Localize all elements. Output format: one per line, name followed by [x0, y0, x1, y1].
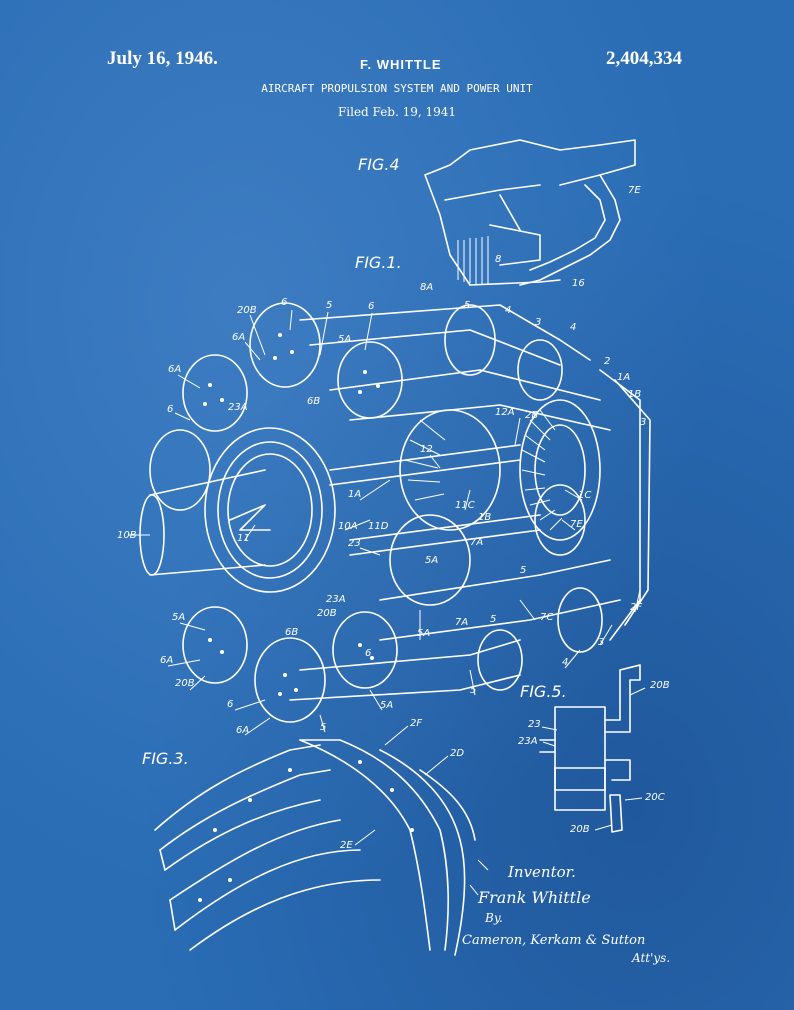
ref-16: 16: [572, 278, 585, 289]
ref-4-right: 4: [570, 322, 576, 333]
by-label: By.: [484, 911, 503, 925]
ref-7e-top: 7E: [628, 185, 641, 196]
ref-11: 11: [237, 533, 250, 544]
ref-7c: 7C: [540, 612, 553, 623]
fig3-label: FIG.3.: [142, 749, 189, 768]
ref-11d: 11D: [368, 521, 389, 532]
fig5-drawing: FIG.5. 20B 23 23A 20C 20B: [518, 664, 670, 835]
ref-6-b: 6: [365, 648, 371, 659]
ref-7e-c: 7E: [570, 519, 583, 530]
ref-2-right: 2: [604, 356, 610, 367]
ref-5-b: 5: [490, 614, 496, 625]
ref-20b-bl: 20B: [175, 678, 195, 689]
ref-1b-c: 1B: [478, 512, 491, 523]
ref-5a-bl: 5A: [172, 612, 185, 623]
ref-20c: 20C: [645, 792, 665, 803]
patent-number: 2,404,334: [606, 48, 682, 69]
fig5-label: FIG.5.: [520, 682, 567, 701]
ref-6b-b: 6B: [285, 627, 298, 638]
ref-20b-f5: 20B: [650, 680, 670, 691]
ref-1a-right: 1A: [617, 372, 630, 383]
ref-6-l: 6: [167, 404, 173, 415]
ref-5a-tl: 5A: [338, 334, 351, 345]
signature-block: Inventor. Frank Whittle By. Cameron, Ker…: [462, 859, 670, 965]
ref-3-top: 3: [535, 317, 541, 328]
ref-5a-bl2: 5A: [380, 700, 393, 711]
ref-1b-right: 1B: [628, 389, 641, 400]
ref-20b-f5b: 20B: [570, 824, 590, 835]
fig3-drawing: FIG.3. 2F 2D 2E: [142, 718, 476, 956]
ref-1a-c: 1A: [348, 489, 361, 500]
patent-date: July 16, 1946.: [107, 48, 218, 69]
ref-23a-l: 23A: [228, 402, 248, 413]
attorneys-signature: Cameron, Kerkam & Sutton: [462, 933, 645, 948]
ref-2f-b: 2F: [410, 718, 422, 729]
ref-20b-b: 20B: [317, 608, 337, 619]
ref-10a: 10A: [338, 521, 358, 532]
ref-5-tl: 5: [326, 300, 332, 311]
ref-6b-l: 6B: [307, 396, 320, 407]
ref-20b-tl: 20B: [237, 305, 257, 316]
ref-6-tl2: 6: [368, 301, 374, 312]
ref-1c: 1C: [578, 490, 591, 501]
ref-8a: 8A: [420, 282, 433, 293]
ref-6a-bl2: 6A: [236, 725, 249, 736]
patent-title: AIRCRAFT PROPULSION SYSTEM AND POWER UNI…: [261, 82, 533, 95]
ref-10b: 10B: [117, 530, 137, 541]
ref-7a-c: 7A: [470, 537, 483, 548]
ref-2b: 2B: [525, 410, 538, 421]
ref-12a: 12A: [495, 407, 515, 418]
ref-23a-f5: 23A: [518, 736, 538, 747]
ref-11c: 11C: [455, 500, 475, 511]
fig4-label: FIG.4: [358, 155, 400, 174]
ref-6-bl: 6: [227, 699, 233, 710]
ref-6a-l: 6A: [168, 364, 181, 375]
ref-8: 8: [495, 254, 501, 265]
inventor-signature: Frank Whittle: [477, 888, 591, 907]
ref-5-c: 5: [520, 565, 526, 576]
ref-2e: 2E: [340, 840, 353, 851]
ref-7a-b: 7A: [455, 617, 468, 628]
ref-2d: 2D: [450, 748, 464, 759]
ref-23-f5: 23: [528, 719, 541, 730]
ref-3-right: 3: [640, 417, 646, 428]
attorneys-label: Att'ys.: [631, 951, 670, 965]
fig4-drawing: FIG.4 8A 8 16 7E: [358, 139, 641, 293]
ref-23: 23: [348, 538, 361, 549]
ref-12: 12: [420, 444, 433, 455]
ref-5-b2: 5: [470, 685, 476, 696]
ref-5-top: 5: [464, 300, 470, 311]
inventor-label: Inventor.: [507, 863, 576, 881]
ref-4-br: 4: [562, 657, 568, 668]
ref-23a-b: 23A: [326, 594, 346, 605]
filing-date: Filed Feb. 19, 1941: [337, 105, 457, 119]
ref-5a-b: 5A: [417, 628, 430, 639]
fig1-drawing: FIG.1.: [117, 253, 651, 736]
fig1-label: FIG.1.: [355, 253, 402, 272]
ref-6a-bl: 6A: [160, 655, 173, 666]
ref-5a-c: 5A: [425, 555, 438, 566]
ref-6-tl: 6: [281, 297, 287, 308]
ref-4-top: 4: [505, 305, 511, 316]
ref-6a-tl: 6A: [232, 332, 245, 343]
inventor-header: F. WHITTLE: [360, 57, 442, 72]
